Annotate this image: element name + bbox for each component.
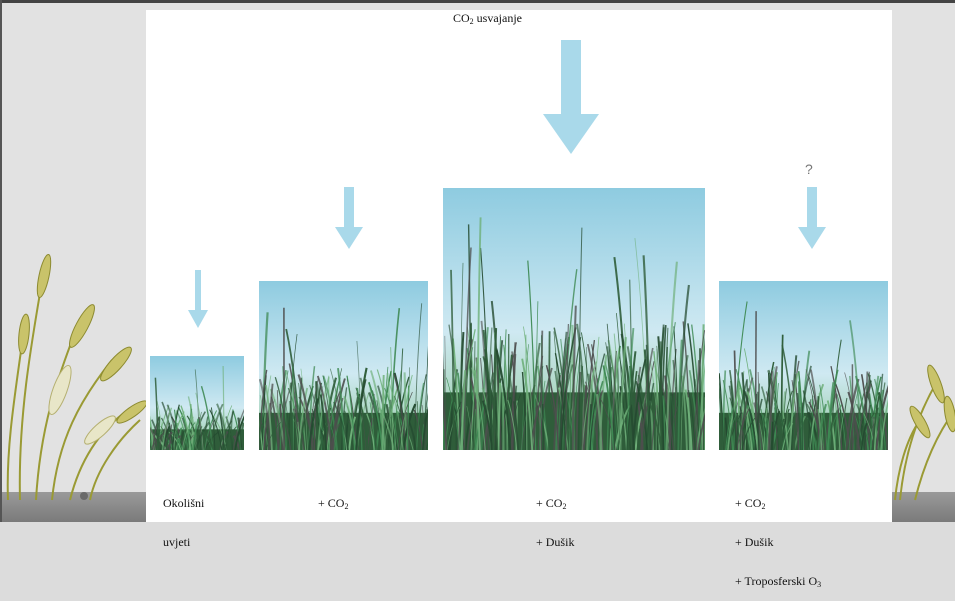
caption-line: + CO2 [318,497,348,510]
down-arrow-icon [539,40,603,156]
down-arrow-icon [334,187,364,249]
grass-blade [543,404,544,450]
grass-scene [150,356,244,450]
caption-co2-dusik-o3: + CO2 + Dušik + Troposferski O3 [735,471,821,601]
grass-blade [661,341,662,450]
caption-line: + CO2 [735,497,821,510]
scenario-box-co2-dusik-o3 [719,281,888,450]
grass-blade [503,385,504,450]
grass-blade [549,331,550,450]
caption-line: + Dušik [735,536,821,549]
grass-blade [656,349,657,450]
grass-blade [315,405,316,450]
caption-line: + Dušik [536,536,574,549]
grass-blade [229,426,230,450]
scenario-box-co2 [259,281,428,450]
caption-line: Okolišni [163,497,204,510]
grass-scene [259,281,428,450]
caption-co2-dusik: + CO2 + Dušik [536,471,574,562]
caption-line: + Troposferski O3 [735,575,821,588]
down-arrow-icon [187,270,209,328]
caption-okolisni: Okolišni uvjeti [163,471,204,562]
scenario-box-okolisni [150,356,244,450]
diagram-title: CO2 usvajanje [453,11,522,26]
down-arrow-icon [797,187,827,249]
question-mark: ? [805,161,813,177]
grass-scene [719,281,888,450]
caption-line: + CO2 [536,497,574,510]
scenario-box-co2-dusik [443,188,705,450]
caption-line: uvjeti [163,536,204,549]
caption-co2: + CO2 [318,471,348,523]
grass-scene [443,188,705,450]
